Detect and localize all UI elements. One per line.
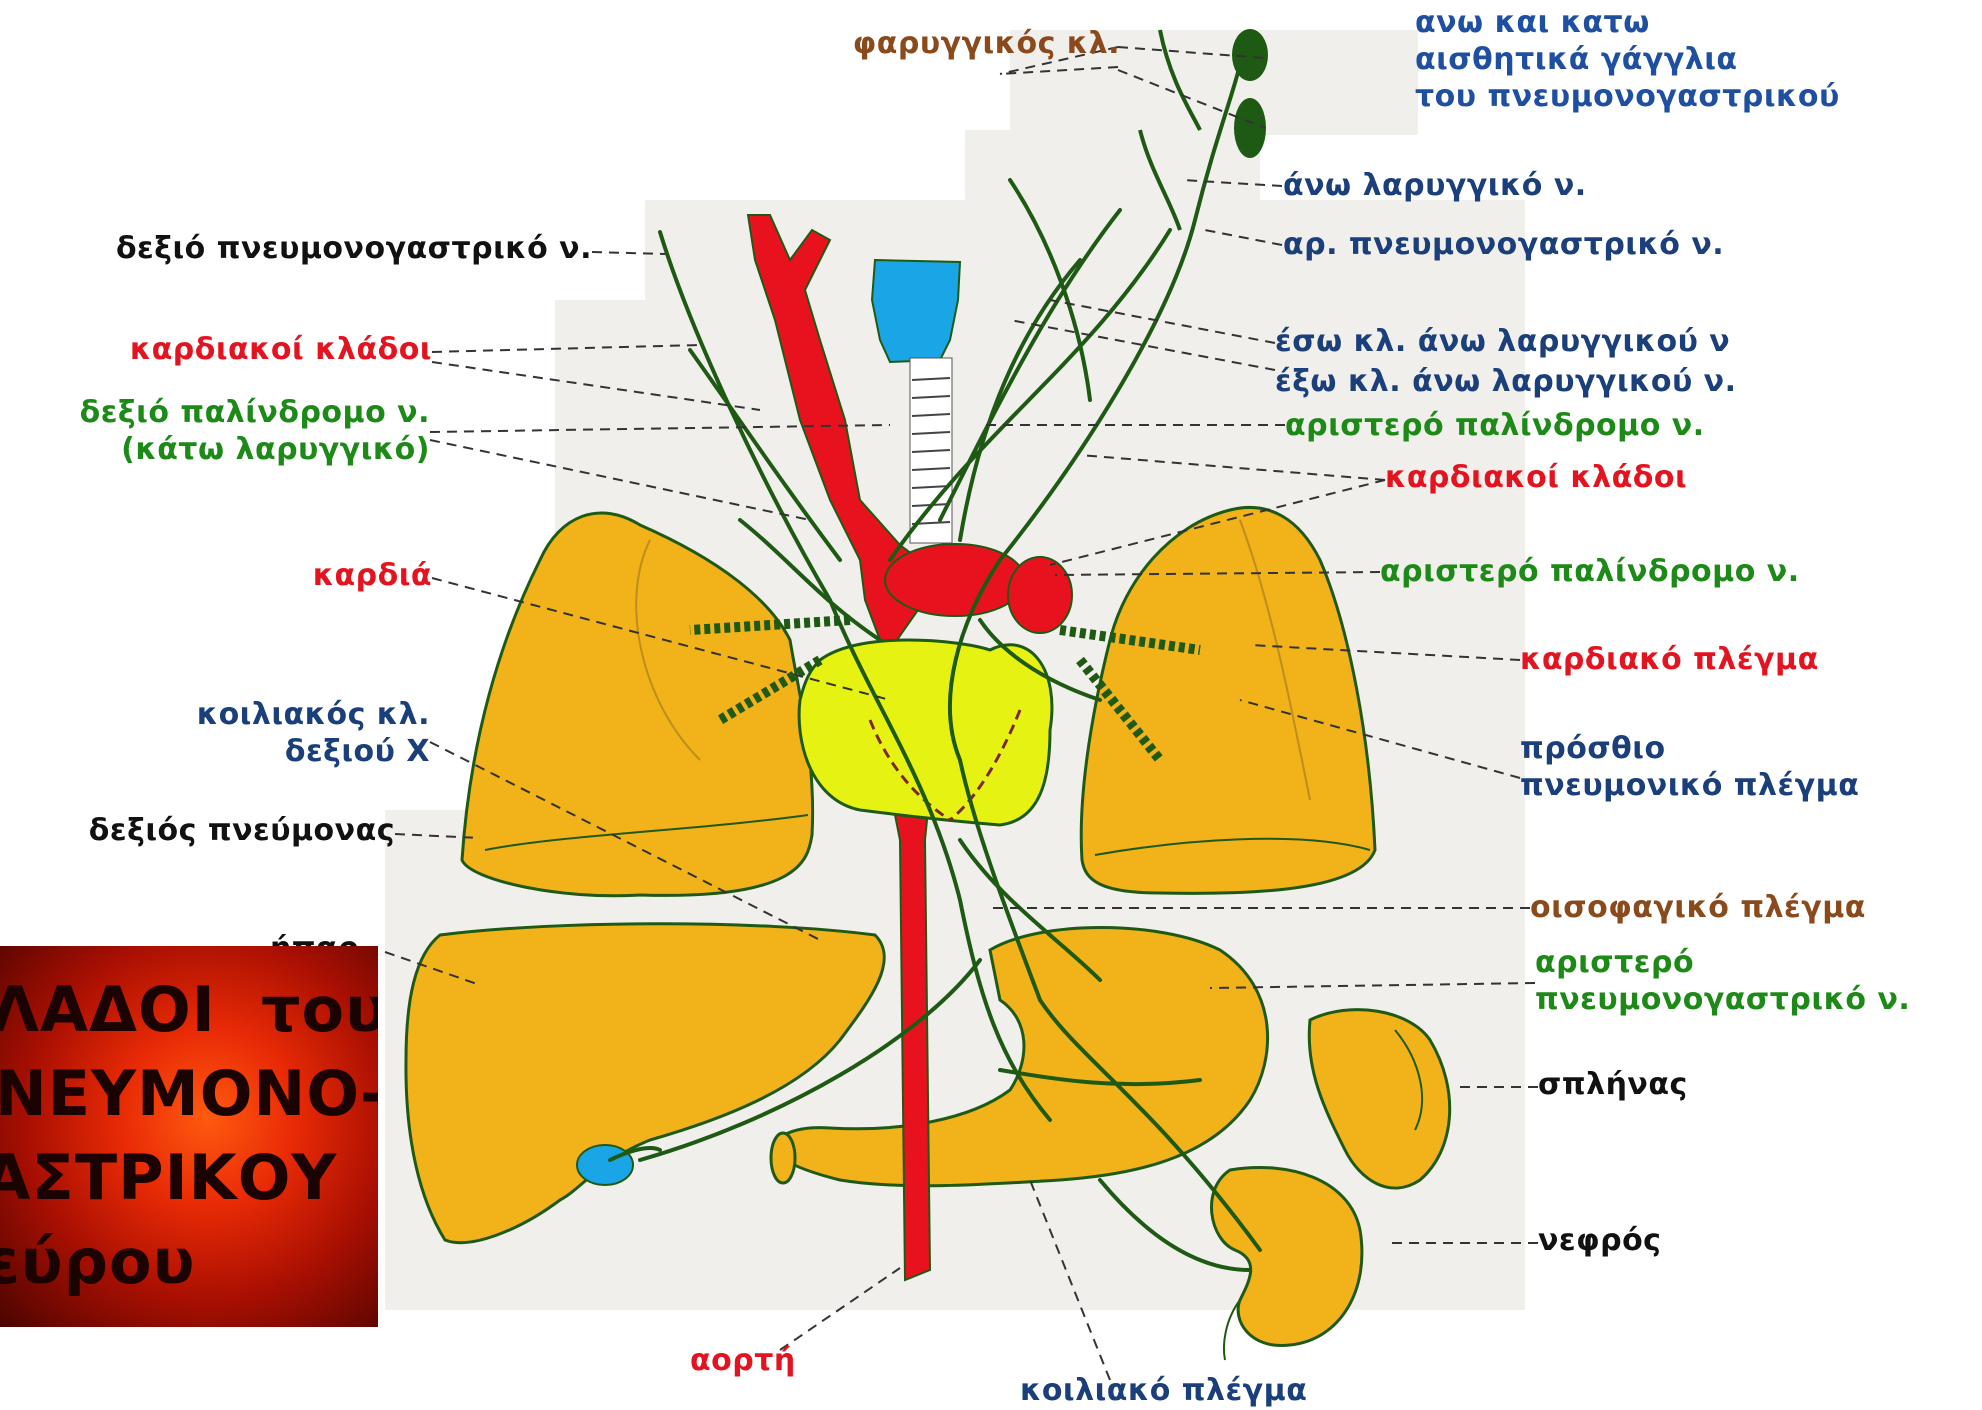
label-cardiac-plexus: καρδιακό πλέγμα (1520, 641, 1940, 678)
title-text: ΚΛΑΔΟΙ του ΠΝΕΥΜΟΝΟ- ΓΑΣΤΡΙΚΟΥ νεύρου (0, 968, 378, 1304)
label-celiac-branch-right: κοιλιακός κλ. δεξιού Χ (0, 696, 430, 770)
label-left-vagus-short: αρ. πνευμονογαστρικό ν. (1283, 226, 1843, 263)
label-esophageal-plexus: οισοφαγικό πλέγμα (1530, 889, 1970, 926)
label-left-vagus: αριστερό πνευμονογαστρικό ν. (1535, 944, 1980, 1018)
label-left-recurrent-upper: αριστερό παλίνδρομο ν. (1285, 407, 1805, 444)
label-cardiac-branches-right: καρδιακοί κλάδοι (1385, 459, 1805, 496)
label-internal-branch: έσω κλ. άνω λαρυγγικού ν (1275, 323, 1935, 360)
label-spleen: σπλήνας (1538, 1066, 1838, 1103)
label-right-recurrent: δεξιό παλίνδρομο ν. (κάτω λαρυγγικό) (0, 394, 430, 468)
label-pharyngeal-branch: φαρυγγικός κλ. (780, 25, 1120, 62)
label-sensory-ganglia: ανω και κατω αισθητικά γάγγλια του πνευμ… (1415, 4, 1975, 115)
label-cardiac-branches-left: καρδιακοί κλάδοι (0, 331, 432, 368)
label-right-vagus: δεξιό πνευμονογαστρικό ν. (0, 230, 592, 267)
label-external-branch: έξω κλ. άνω λαρυγγικού ν. (1275, 363, 1935, 400)
label-celiac-plexus: κοιλιακό πλέγμα (1020, 1372, 1360, 1409)
label-anterior-pulmonary-plexus: πρόσθιο πνευμονικό πλέγμα (1520, 730, 1980, 804)
label-right-lung: δεξιός πνεύμονας (0, 812, 395, 849)
label-left-recurrent-lower: αριστερό παλίνδρομο ν. (1380, 553, 1940, 590)
label-heart: καρδιά (0, 557, 432, 594)
title-box: ΚΛΑΔΟΙ του ΠΝΕΥΜΟΝΟ- ΓΑΣΤΡΙΚΟΥ νεύρου (0, 946, 378, 1327)
label-kidney: νεφρός (1538, 1222, 1838, 1259)
label-superior-laryngeal: άνω λαρυγγικό ν. (1283, 167, 1783, 204)
label-aorta: αορτή (690, 1342, 890, 1379)
